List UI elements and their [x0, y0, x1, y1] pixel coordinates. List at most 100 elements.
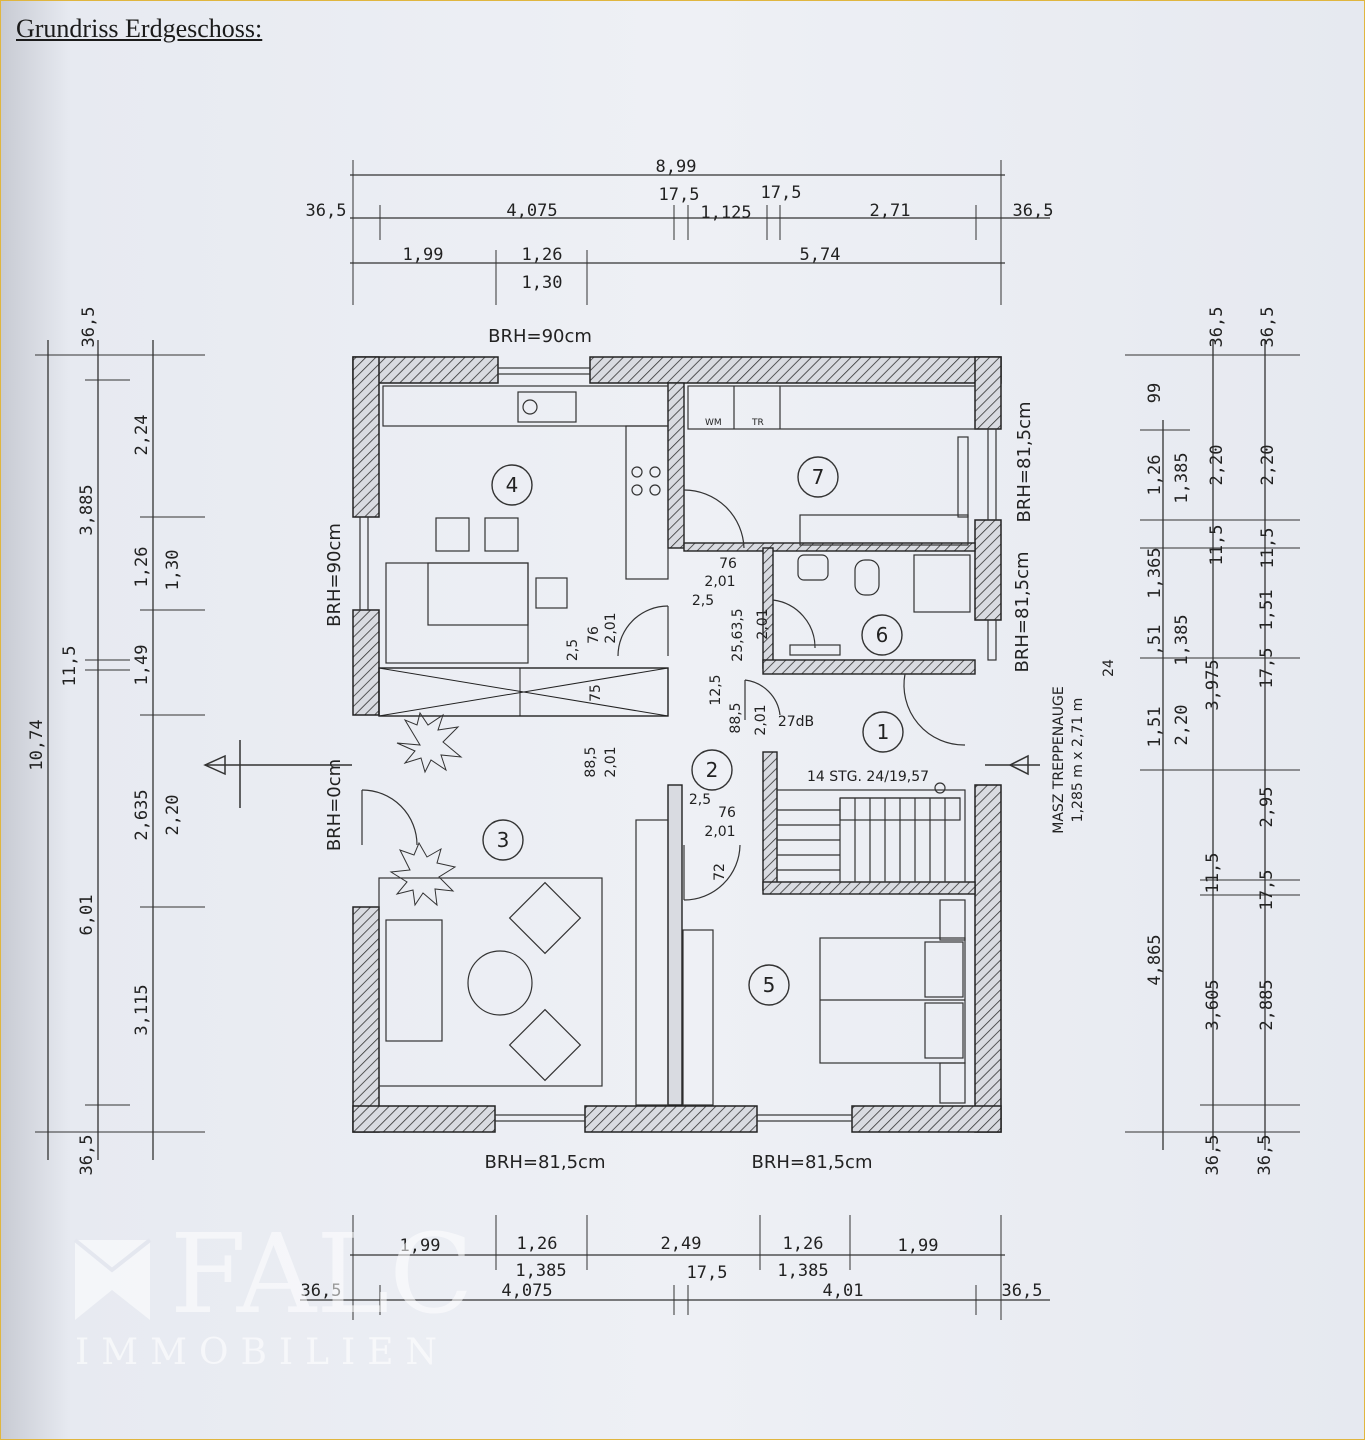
dim-right-36-5-top-a: 36,5 [1207, 307, 1227, 348]
dim-left-36-5-bottom: 36,5 [77, 1135, 97, 1176]
door-dim-25-b: 2,5 [565, 639, 581, 661]
dim-right-220-b: 2,20 [1207, 445, 1227, 486]
window-label-bottom-right: BRH=81,5cm [752, 1152, 873, 1173]
room-number-6: 6 [876, 623, 889, 647]
door-dim-201-a: 2,01 [704, 574, 735, 590]
dim-left-149: 1,49 [132, 645, 152, 686]
dim-right-3605: 3,605 [1203, 979, 1223, 1030]
dim-left-1074: 10,74 [27, 719, 47, 770]
dim-right-3975: 3,975 [1203, 659, 1223, 710]
dim-total-width: 8,99 [656, 157, 697, 177]
dim-bottom-199-a: 1,99 [400, 1236, 441, 1256]
dim-top-4075: 4,075 [506, 201, 557, 221]
dim-left-130: 1,30 [163, 550, 183, 591]
dim-right-36-5-bottom-b: 36,5 [1255, 1135, 1275, 1176]
door-dim-27db: 27dB [778, 714, 814, 730]
falc-logo-icon [73, 1238, 152, 1320]
dim-top-36-5-right: 36,5 [1013, 201, 1054, 221]
dim-bottom-1385-b: 1,385 [777, 1261, 828, 1281]
stair-note-2: 1,285 m x 2,71 m [1070, 698, 1086, 823]
room-number-circles [482, 456, 904, 1006]
dim-right-151-b: 1,51 [1257, 590, 1277, 631]
dim-bottom-4075: 4,075 [501, 1281, 552, 1301]
dim-bottom-17-5: 17,5 [687, 1263, 728, 1283]
watermark-sub: IMMOBILIEN [75, 1332, 449, 1373]
room-number-2: 2 [706, 758, 719, 782]
dim-left-2635: 2,635 [132, 789, 152, 840]
window-label-top: BRH=90cm [488, 326, 592, 347]
dim-right-4865: 4,865 [1145, 934, 1165, 985]
top-dimension-lines [350, 160, 1050, 305]
door-dim-201-c: 2,01 [755, 608, 771, 639]
door-dim-76-f: 76 [718, 805, 736, 821]
dim-top-574: 5,74 [800, 245, 841, 265]
dim-right-17-5-b: 17,5 [1257, 870, 1277, 911]
dim-top-126: 1,26 [522, 245, 563, 265]
dim-left-224: 2,24 [132, 415, 152, 456]
window-label-right-lower: BRH=81,5cm [1012, 552, 1033, 673]
room-number-3: 3 [497, 828, 510, 852]
door-dim-76-a: 76 [719, 556, 737, 572]
dim-top-17-5-b: 17,5 [761, 183, 802, 203]
stair-note-3: 24 [1101, 659, 1117, 677]
window-label-left-upper: BRH=90cm [324, 523, 345, 627]
furniture [378, 385, 976, 1106]
dim-left-36-5-top: 36,5 [79, 307, 99, 348]
dim-top-1125: 1,125 [700, 203, 751, 223]
stair-label: 14 STG. 24/19,57 [807, 769, 929, 785]
door-dim-76-b: 76 [586, 626, 602, 644]
dim-right-11-5-c: 11,5 [1258, 528, 1278, 569]
door-dim-25-a: 2,5 [692, 593, 714, 609]
plant-icon [389, 711, 463, 907]
dim-bottom-126-b: 1,26 [783, 1234, 824, 1254]
staircase [776, 782, 966, 883]
dim-right-36-5-top-b: 36,5 [1258, 307, 1278, 348]
dim-right-36-5-bottom-a: 36,5 [1203, 1135, 1223, 1176]
right-dimension-lines [1125, 340, 1300, 1150]
doors [361, 489, 966, 901]
dim-right-1385-b: 1,385 [1172, 614, 1192, 665]
dim-wall-75: 75 [588, 684, 604, 702]
appliance-label-tr: TR [751, 418, 764, 428]
door-dim-885-b: 88,5 [583, 746, 599, 777]
door-dim-2563: 25,63,5 [730, 608, 746, 661]
dim-bottom-36-5-right: 36,5 [1002, 1281, 1043, 1301]
windows [359, 367, 997, 1122]
dim-top-130: 1,30 [522, 273, 563, 293]
dim-right-17-5-a: 17,5 [1257, 648, 1277, 689]
section-marker-left [203, 740, 352, 808]
window-label-bottom-left: BRH=81,5cm [485, 1152, 606, 1173]
dim-bottom-249: 2,49 [661, 1234, 702, 1254]
dim-top-36-5-left: 36,5 [306, 201, 347, 221]
dim-left-126: 1,26 [132, 547, 152, 588]
dim-right-51: ,51 [1145, 625, 1165, 656]
bottom-dimension-lines [300, 1215, 1050, 1320]
left-dimension-lines [35, 340, 205, 1160]
watermark-brand: FALC [170, 1210, 473, 1338]
door-dim-201-d: 2,01 [753, 704, 769, 735]
room-number-4: 4 [506, 473, 519, 497]
dim-right-295: 2,95 [1257, 787, 1277, 828]
dim-bottom-199-b: 1,99 [898, 1236, 939, 1256]
stair-note-1: MASZ TREPPENAUGE [1051, 686, 1067, 833]
door-dim-201-b: 2,01 [603, 612, 619, 643]
dim-right-126: 1,26 [1145, 455, 1165, 496]
dim-right-1365: 1,365 [1145, 547, 1165, 598]
door-dim-201-e: 2,01 [603, 746, 619, 777]
page-title: Grundriss Erdgeschoss: [16, 14, 263, 43]
door-dim-72: 72 [712, 863, 728, 881]
section-marker-right [985, 754, 1040, 776]
interior-walls [378, 382, 976, 1106]
dim-right-11-5-b: 11,5 [1207, 525, 1227, 566]
door-dim-25-f: 2,5 [689, 792, 711, 808]
appliance-label-wm: WM [705, 418, 722, 428]
dim-left-220: 2,20 [163, 795, 183, 836]
dim-right-220-a: 2,20 [1172, 705, 1192, 746]
dim-right-151: 1,51 [1145, 707, 1165, 748]
door-dim-201-f: 2,01 [704, 824, 735, 840]
dim-right-220-c: 2,20 [1258, 445, 1278, 486]
dim-left-3115: 3,115 [132, 984, 152, 1035]
room-number-1: 1 [877, 720, 890, 744]
